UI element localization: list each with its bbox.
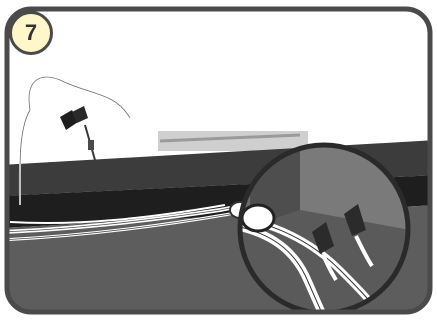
step-number-badge: 7 xyxy=(9,11,53,55)
